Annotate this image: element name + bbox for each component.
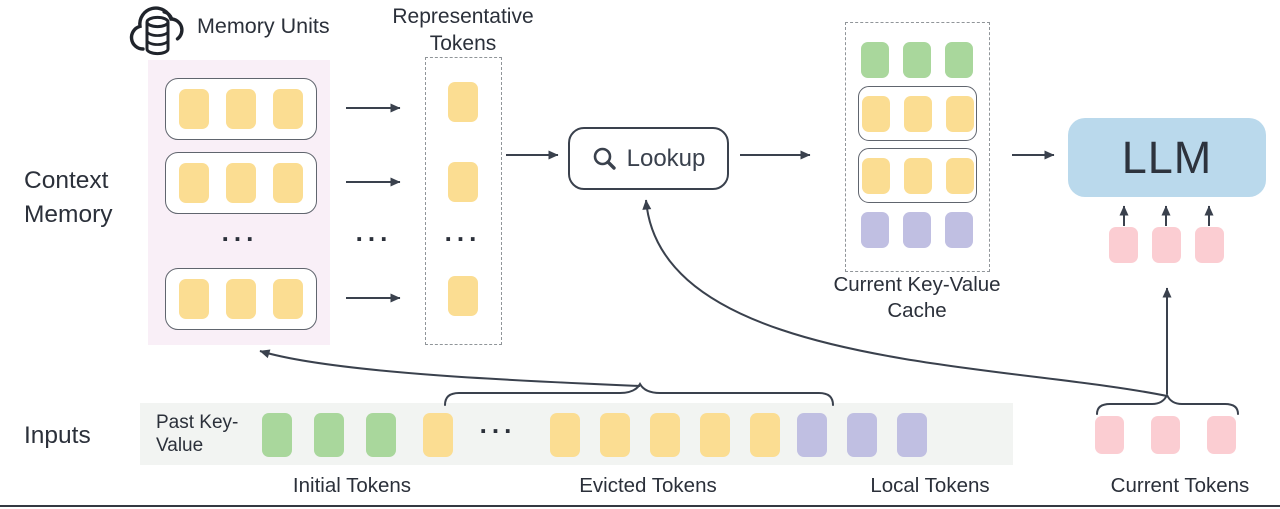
memory-unit-row bbox=[165, 78, 317, 140]
green-token bbox=[262, 413, 292, 457]
llm-label: LLM bbox=[1121, 131, 1213, 183]
yellow-token bbox=[903, 157, 932, 194]
lookup-label: Lookup bbox=[626, 144, 706, 172]
cache-memory-unit-row bbox=[858, 148, 977, 203]
yellow-token bbox=[179, 89, 209, 129]
yellow-token bbox=[448, 162, 478, 202]
cache-memory-unit-row bbox=[858, 86, 977, 141]
yellow-token bbox=[273, 89, 303, 129]
purple-token bbox=[902, 212, 931, 248]
lookup-button[interactable]: Lookup bbox=[568, 127, 729, 190]
purple-token bbox=[860, 212, 889, 248]
yellow-token bbox=[226, 89, 256, 129]
yellow-token bbox=[226, 163, 256, 203]
yellow-token bbox=[650, 413, 680, 457]
purple-token bbox=[944, 212, 973, 248]
yellow-token bbox=[945, 157, 974, 194]
purple-token bbox=[897, 413, 927, 457]
representative-tokens-box bbox=[425, 57, 502, 345]
cache-initial-row bbox=[860, 42, 973, 78]
purple-token bbox=[847, 413, 877, 457]
cache-local-row bbox=[860, 212, 973, 248]
yellow-token bbox=[750, 413, 780, 457]
initial-tokens-group bbox=[262, 413, 396, 457]
green-token bbox=[366, 413, 396, 457]
curve-evicted-to-context-memory bbox=[259, 349, 641, 387]
yellow-token bbox=[861, 95, 890, 132]
memory-unit-row bbox=[165, 152, 317, 214]
yellow-token bbox=[273, 163, 303, 203]
llm-box: LLM bbox=[1068, 118, 1266, 197]
yellow-token bbox=[600, 413, 630, 457]
yellow-token bbox=[179, 279, 209, 319]
pink-token bbox=[1095, 416, 1124, 454]
pink-token bbox=[1195, 227, 1224, 263]
context-memory-label: Context Memory bbox=[24, 167, 113, 228]
local-tokens-label: Local Tokens bbox=[870, 474, 990, 497]
initial-tokens-label: Initial Tokens bbox=[292, 474, 412, 497]
memory-rows-ellipsis: ... bbox=[221, 217, 259, 247]
green-token bbox=[902, 42, 931, 78]
memory-arrows-ellipsis: ... bbox=[355, 217, 393, 247]
yellow-token bbox=[226, 279, 256, 319]
memory-unit-row bbox=[165, 268, 317, 330]
llm-input-tokens bbox=[1109, 227, 1224, 263]
yellow-token bbox=[448, 82, 478, 122]
pink-token bbox=[1109, 227, 1138, 263]
current-tokens-group bbox=[1095, 416, 1236, 454]
yellow-token bbox=[945, 95, 974, 132]
yellow-token bbox=[423, 413, 453, 457]
band-ellipsis: ... bbox=[479, 409, 517, 439]
green-token bbox=[944, 42, 973, 78]
yellow-token bbox=[903, 95, 932, 132]
yellow-token bbox=[179, 163, 209, 203]
green-token bbox=[314, 413, 344, 457]
representative-tokens-label: Representative Tokens bbox=[392, 5, 534, 55]
purple-token bbox=[797, 413, 827, 457]
local-tokens-group bbox=[797, 413, 927, 457]
memory-units-label: Memory Units bbox=[197, 14, 330, 38]
yellow-token bbox=[550, 413, 580, 457]
representative-tokens-lower bbox=[448, 276, 478, 316]
current-kv-cache-label: Current Key-Value Cache bbox=[833, 273, 1001, 322]
yellow-token bbox=[448, 276, 478, 316]
cloud-database-icon bbox=[129, 6, 184, 56]
evicted-tokens-group bbox=[550, 413, 780, 457]
pink-token bbox=[1152, 227, 1181, 263]
yellow-token bbox=[700, 413, 730, 457]
evicted-tokens-brace bbox=[444, 381, 834, 406]
representative-tokens-upper bbox=[448, 82, 478, 202]
green-token bbox=[860, 42, 889, 78]
bottom-rule bbox=[0, 505, 1280, 507]
pink-token bbox=[1151, 416, 1180, 454]
inputs-label: Inputs bbox=[24, 422, 91, 449]
evicted-tokens-head bbox=[423, 413, 453, 457]
search-icon bbox=[593, 147, 616, 170]
representative-ellipsis: ... bbox=[444, 217, 482, 247]
current-tokens-label: Current Tokens bbox=[1110, 474, 1250, 497]
yellow-token bbox=[273, 279, 303, 319]
evicted-tokens-label: Evicted Tokens bbox=[579, 474, 717, 497]
current-tokens-brace bbox=[1096, 392, 1239, 415]
past-key-value-label: Past Key-Value bbox=[156, 412, 239, 456]
yellow-token bbox=[861, 157, 890, 194]
pink-token bbox=[1207, 416, 1236, 454]
